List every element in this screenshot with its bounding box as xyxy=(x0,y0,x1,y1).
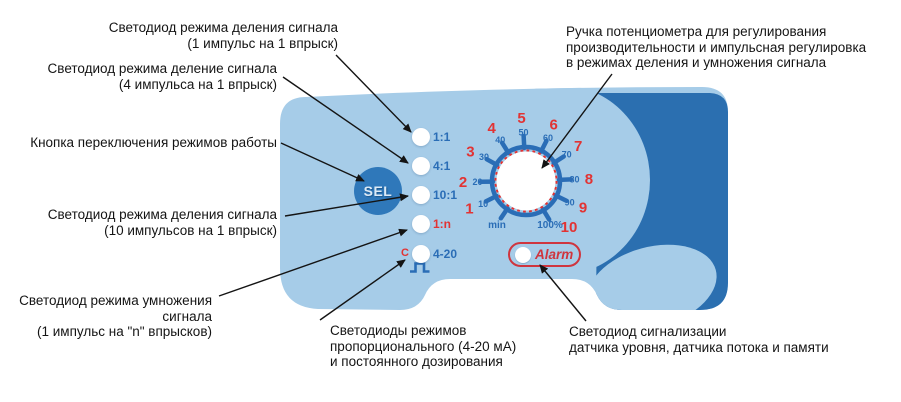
knob-scale-label: 10 xyxy=(561,219,578,236)
annotation-mode-10-1: Светодиод режима деления сигнала(10 импу… xyxy=(47,207,277,238)
annotation-mode-4-1: Светодиод режима деление сигнала(4 импул… xyxy=(47,61,277,92)
knob-scale-label: 30 xyxy=(479,152,489,162)
alarm-label: Alarm xyxy=(535,247,574,262)
led-4-1 xyxy=(412,157,430,175)
knob-scale-label: 100% xyxy=(537,220,563,231)
alarm-led xyxy=(515,246,531,263)
led-label-10-1: 10:1 xyxy=(433,188,458,202)
alarm-indicator: Alarm xyxy=(508,242,581,267)
sel-button[interactable]: SEL xyxy=(354,167,402,215)
panel-dark-swoosh xyxy=(470,87,728,310)
led-label-1-n: 1:n xyxy=(433,217,451,231)
annotation-mode-1-n: Светодиод режима умножения сигнала(1 имп… xyxy=(19,293,212,339)
knob-scale-label: 8 xyxy=(585,171,593,188)
knob-scale-label: 80 xyxy=(569,174,579,184)
knob-scale-label: 3 xyxy=(466,143,474,160)
knob-scale-label: 6 xyxy=(549,116,557,133)
led-10-1 xyxy=(412,186,430,204)
knob-scale-label: 5 xyxy=(517,110,525,127)
annotation-sel-button: Кнопка переключения режимов работы xyxy=(30,135,277,150)
knob-scale-label: min xyxy=(488,220,506,231)
knob-scale-label: 20 xyxy=(472,177,482,187)
led-1-1 xyxy=(412,128,430,146)
knob-red-dashed-ring xyxy=(494,149,558,213)
constant-dosing-mark: C xyxy=(401,247,409,259)
led-label-4-1: 4:1 xyxy=(433,159,451,173)
knob-scale-label: 7 xyxy=(574,138,582,155)
led-4-20 xyxy=(412,245,430,263)
potentiometer-knob[interactable] xyxy=(496,151,556,211)
knob-scale-label: 2 xyxy=(459,174,467,191)
knob-scale-label: 1 xyxy=(465,201,473,218)
knob-scale-label: 4 xyxy=(488,120,497,137)
led-label-4-20: 4-20 xyxy=(433,247,458,261)
pulse-icon xyxy=(410,262,430,273)
knob-scale-label: 70 xyxy=(562,150,572,160)
knob-scale-label: 10 xyxy=(478,199,488,209)
knob-scale-label: 40 xyxy=(495,135,505,145)
knob-scale-label: 9 xyxy=(579,200,587,217)
annotation-mode-1-1: Светодиод режима деления сигнала(1 импул… xyxy=(108,20,338,51)
led-label-1-1: 1:1 xyxy=(433,130,451,144)
led-1-n xyxy=(412,215,430,233)
knob-scale-label: 60 xyxy=(543,133,553,143)
knob-scale-label: 50 xyxy=(518,128,528,138)
knob-scale-label: 90 xyxy=(565,197,575,207)
